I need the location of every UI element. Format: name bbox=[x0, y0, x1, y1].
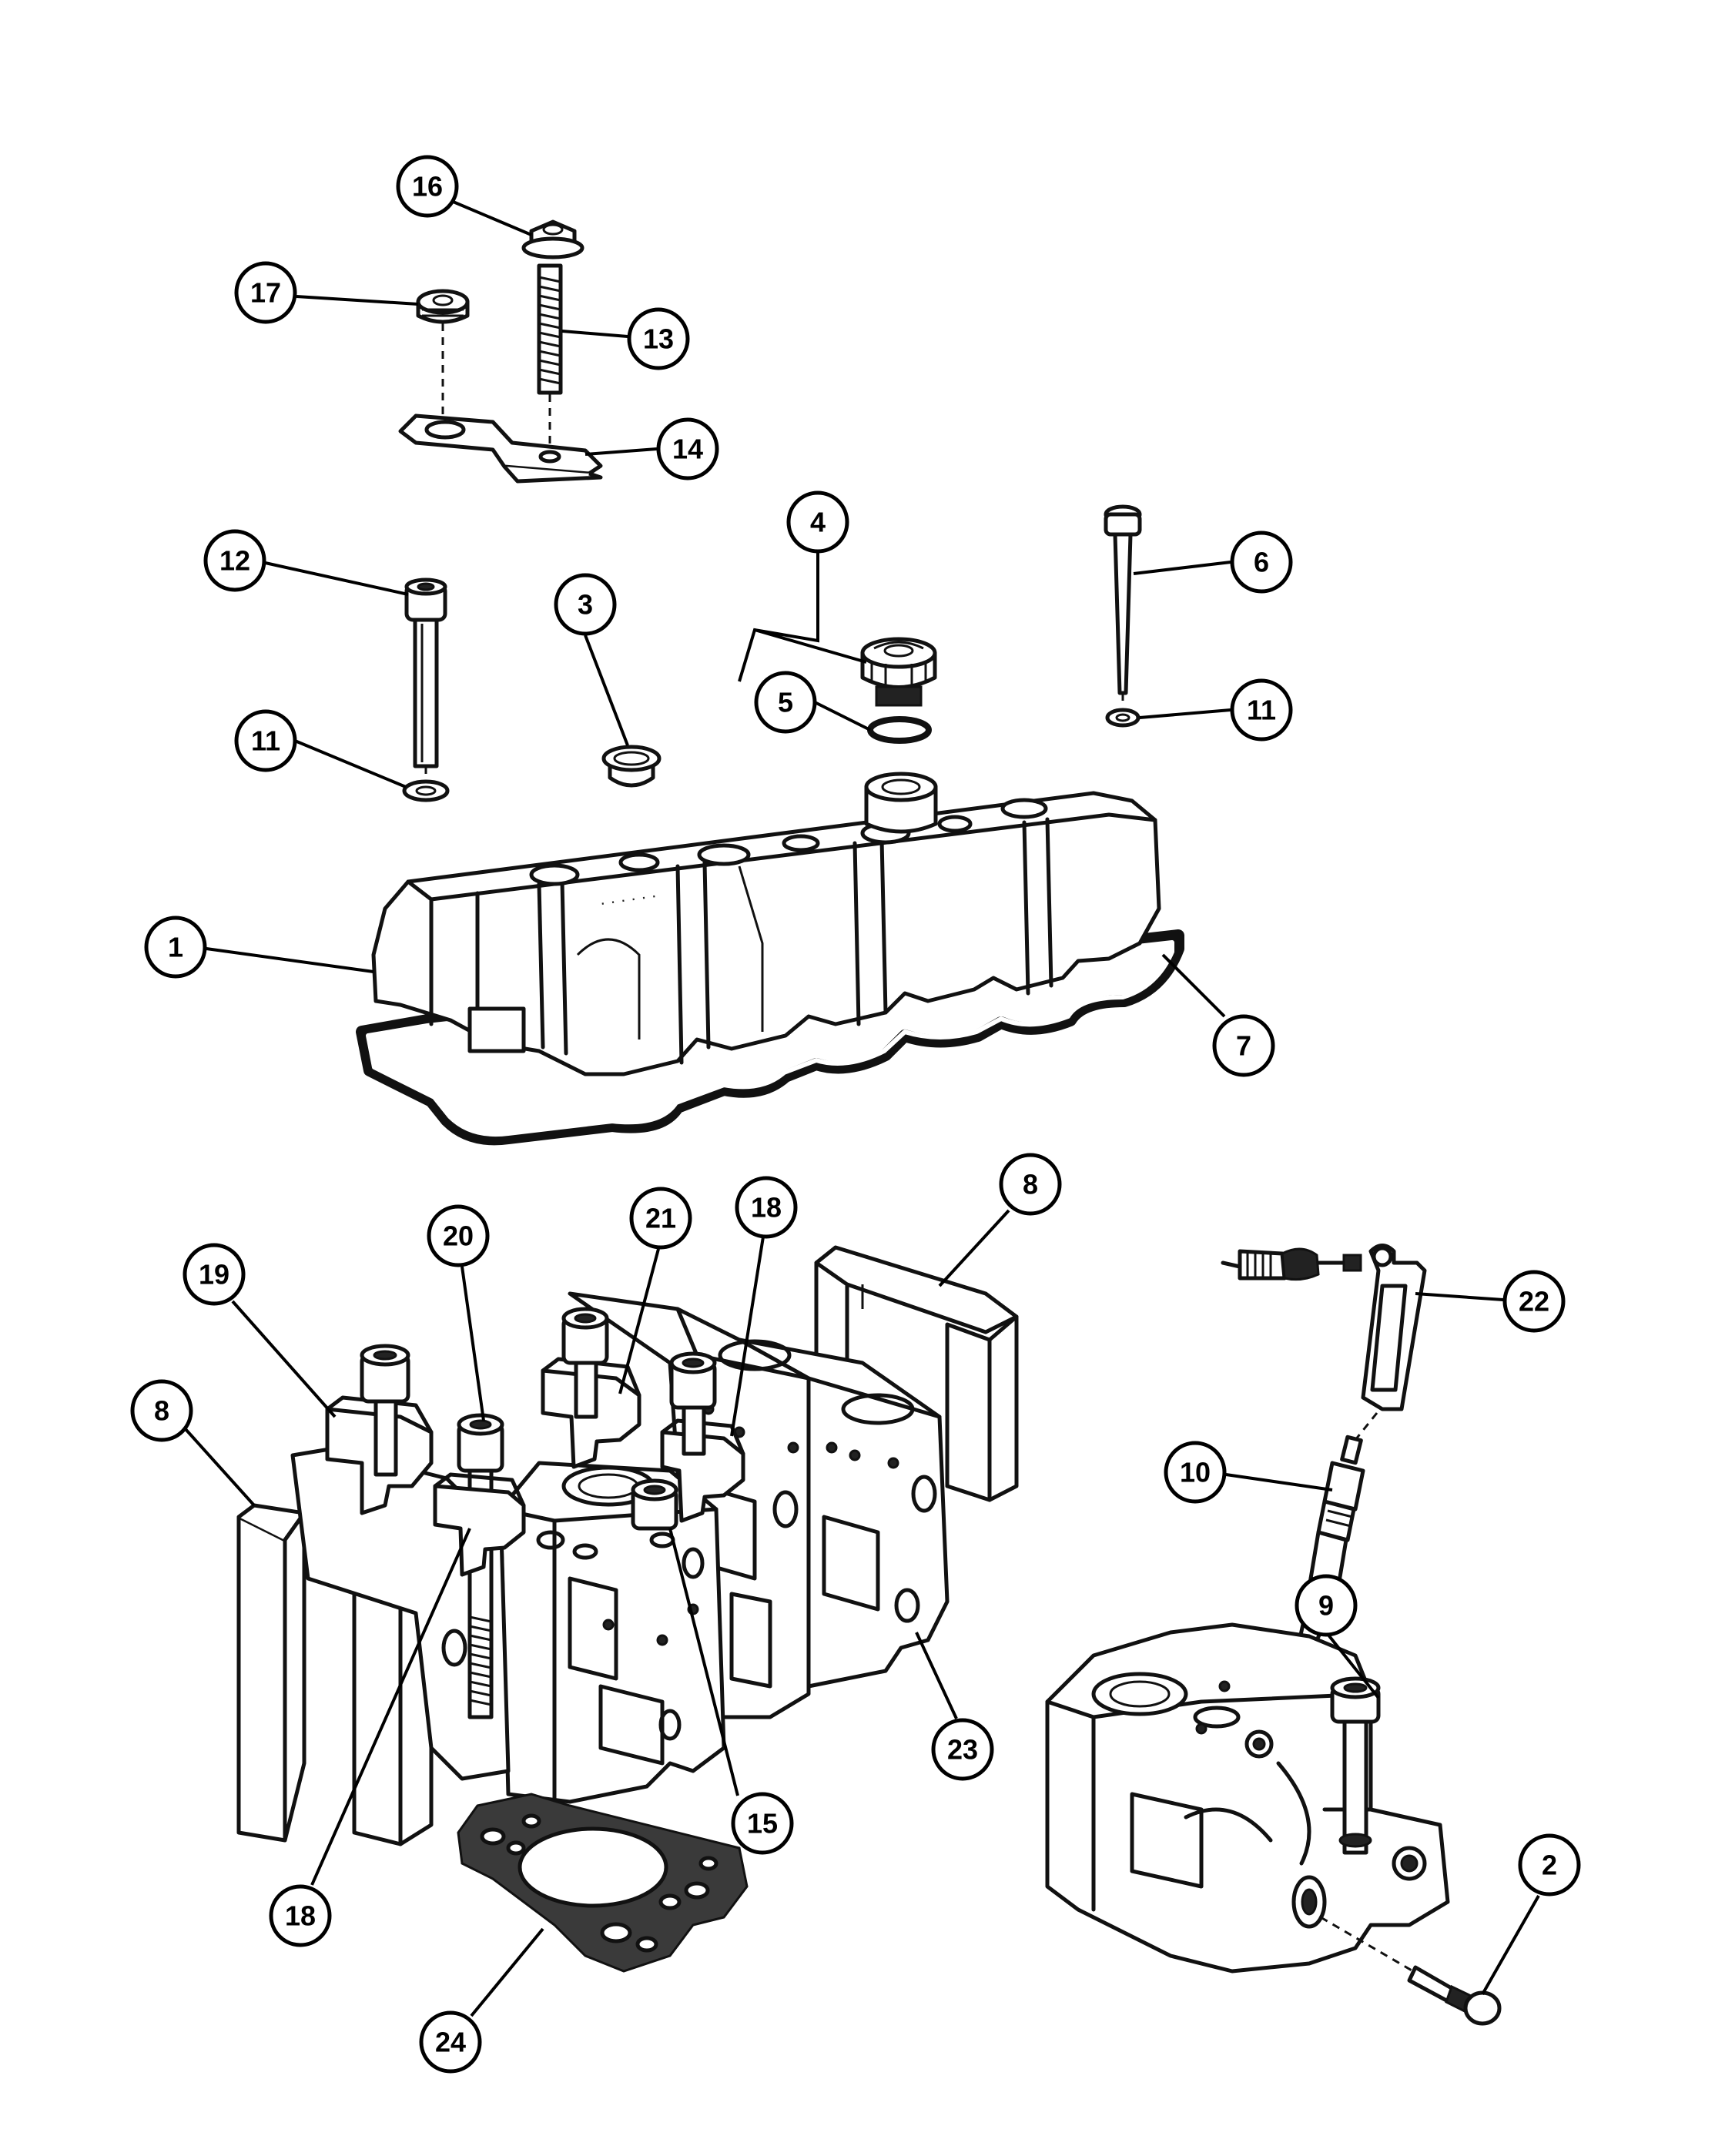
callout-13: 13 bbox=[627, 307, 690, 370]
callout-9: 9 bbox=[1295, 1574, 1358, 1637]
callout-6: 6 bbox=[1230, 531, 1293, 594]
part-21-rocker-support bbox=[541, 1307, 641, 1469]
svg-text:23: 23 bbox=[947, 1734, 978, 1766]
callout-23: 23 bbox=[931, 1718, 994, 1781]
svg-text:5: 5 bbox=[778, 687, 793, 718]
callout-15: 15 bbox=[731, 1792, 794, 1855]
svg-text:16: 16 bbox=[412, 171, 443, 203]
svg-text:19: 19 bbox=[199, 1259, 229, 1291]
callout-22: 22 bbox=[1502, 1270, 1566, 1333]
part-18-rocker-support-front bbox=[433, 1472, 526, 1577]
part-24-head-gasket bbox=[457, 1793, 749, 1973]
cylinder-head-detail bbox=[1045, 1622, 1450, 1974]
part-7-cover-gasket bbox=[356, 929, 1184, 1146]
svg-text:14: 14 bbox=[672, 434, 703, 465]
part-11-washer-left bbox=[402, 779, 450, 802]
svg-text:24: 24 bbox=[435, 2027, 466, 2058]
svg-text:1: 1 bbox=[168, 932, 183, 963]
part-22-glow-plug-connector bbox=[1221, 1244, 1427, 1411]
svg-text:8: 8 bbox=[1023, 1169, 1038, 1200]
callout-20: 20 bbox=[427, 1204, 490, 1267]
svg-text:18: 18 bbox=[751, 1192, 782, 1224]
callout-7: 7 bbox=[1212, 1014, 1275, 1077]
callout-16: 16 bbox=[396, 155, 459, 218]
svg-text:8: 8 bbox=[154, 1395, 169, 1427]
axis-22-to-10 bbox=[1354, 1412, 1378, 1441]
callout-19: 19 bbox=[183, 1243, 246, 1306]
part-16-flange-nut bbox=[521, 219, 584, 259]
part-2-plug bbox=[1320, 1916, 1502, 2026]
svg-text:22: 22 bbox=[1519, 1286, 1549, 1317]
svg-text:7: 7 bbox=[1236, 1030, 1251, 1062]
part-3-plug bbox=[601, 745, 662, 788]
part-11-washer-right bbox=[1105, 708, 1141, 728]
callout-24: 24 bbox=[419, 2010, 482, 2074]
leader-lines bbox=[183, 197, 1540, 2017]
part-1-cylinder-head-cover: · · · · · · bbox=[371, 772, 1161, 1076]
callout-3: 3 bbox=[554, 573, 617, 636]
part-17-nut bbox=[416, 289, 470, 324]
svg-text:10: 10 bbox=[1180, 1457, 1211, 1488]
svg-text:17: 17 bbox=[250, 277, 281, 309]
callout-1: 1 bbox=[144, 916, 207, 979]
svg-text:12: 12 bbox=[219, 545, 250, 577]
svg-text:9: 9 bbox=[1318, 1590, 1334, 1622]
part-15-bolt bbox=[631, 1478, 678, 1531]
callout-11-left: 11 bbox=[234, 709, 297, 772]
callout-18-top: 18 bbox=[735, 1176, 798, 1239]
svg-text:11: 11 bbox=[251, 725, 280, 757]
svg-text:13: 13 bbox=[643, 323, 674, 355]
part-14-bracket bbox=[398, 413, 603, 484]
callout-17: 17 bbox=[234, 261, 297, 324]
callout-8-left: 8 bbox=[130, 1379, 193, 1442]
callout-2: 2 bbox=[1518, 1833, 1581, 1897]
part-19-rocker-support bbox=[325, 1344, 434, 1515]
callout-11-right: 11 bbox=[1230, 678, 1293, 742]
svg-text:11: 11 bbox=[1247, 695, 1276, 726]
svg-text:3: 3 bbox=[578, 589, 593, 621]
callout-8-right: 8 bbox=[999, 1153, 1062, 1216]
callout-18-bottom: 18 bbox=[269, 1884, 332, 1947]
svg-text:21: 21 bbox=[645, 1203, 676, 1234]
callout-12: 12 bbox=[203, 529, 266, 592]
svg-text:15: 15 bbox=[747, 1808, 778, 1840]
part-12-bolt bbox=[404, 578, 447, 768]
part-13-stud bbox=[537, 263, 563, 395]
part-5-seal-ring bbox=[867, 716, 932, 744]
svg-text:4: 4 bbox=[810, 507, 826, 538]
part-18-rocker-support-rear bbox=[660, 1351, 745, 1523]
svg-text:6: 6 bbox=[1254, 547, 1269, 578]
part-9-bolt bbox=[1330, 1676, 1381, 1855]
callout-21: 21 bbox=[629, 1187, 692, 1250]
callout-14: 14 bbox=[656, 417, 719, 480]
svg-text:20: 20 bbox=[443, 1220, 474, 1252]
callout-5: 5 bbox=[754, 671, 817, 734]
svg-text:2: 2 bbox=[1542, 1850, 1557, 1881]
svg-text:18: 18 bbox=[285, 1900, 316, 1932]
callout-4: 4 bbox=[786, 490, 849, 554]
callout-10: 10 bbox=[1164, 1441, 1227, 1504]
part-4-oil-filler-cap bbox=[860, 637, 937, 707]
part-6-long-bolt bbox=[1104, 504, 1142, 695]
